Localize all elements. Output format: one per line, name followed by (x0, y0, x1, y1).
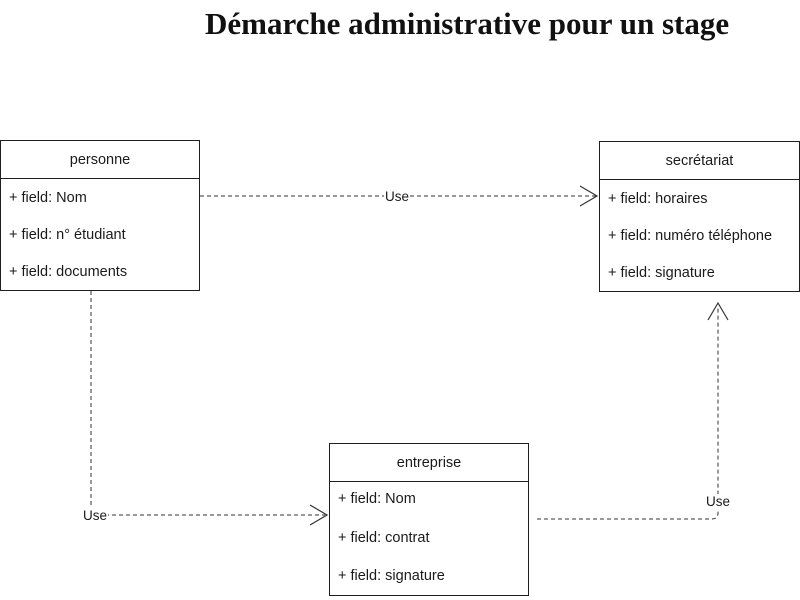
class-name: personne (1, 141, 199, 179)
class-name: secrétariat (600, 142, 799, 180)
arrowhead-secretariat-bottom (707, 301, 729, 321)
edge-label-use: Use (384, 189, 411, 204)
field-list: + field: horaires + field: numéro téléph… (600, 180, 799, 291)
class-box-secretariat[interactable]: secrétariat + field: horaires + field: n… (599, 141, 800, 292)
class-box-entreprise[interactable]: entreprise + field: Nom + field: contrat… (329, 443, 529, 596)
class-box-personne[interactable]: personne + field: Nom + field: n° étudia… (0, 140, 200, 291)
class-name: entreprise (330, 444, 528, 482)
class-field: + field: signature (338, 568, 445, 584)
field-list: + field: Nom + field: n° étudiant + fiel… (1, 179, 199, 290)
class-field: + field: n° étudiant (9, 227, 126, 243)
edge-label-use: Use (705, 494, 732, 509)
arrowhead-secretariat-left (579, 185, 599, 207)
class-field: + field: documents (9, 264, 128, 280)
use-edge-entreprise-secretariat (537, 306, 719, 520)
field-list: + field: Nom + field: contrat + field: s… (330, 482, 528, 595)
class-field: + field: numéro téléphone (608, 228, 773, 244)
class-field: + field: Nom (338, 491, 416, 507)
class-field: + field: horaires (608, 191, 708, 207)
diagram-title: Démarche administrative pour un stage (205, 6, 730, 41)
edge-label-use: Use (82, 508, 109, 523)
class-field: + field: Nom (9, 190, 87, 206)
class-field: + field: signature (608, 265, 715, 281)
use-edge-personne-entreprise (90, 291, 325, 516)
class-field: + field: contrat (338, 529, 430, 546)
arrowhead-entreprise (309, 504, 329, 526)
